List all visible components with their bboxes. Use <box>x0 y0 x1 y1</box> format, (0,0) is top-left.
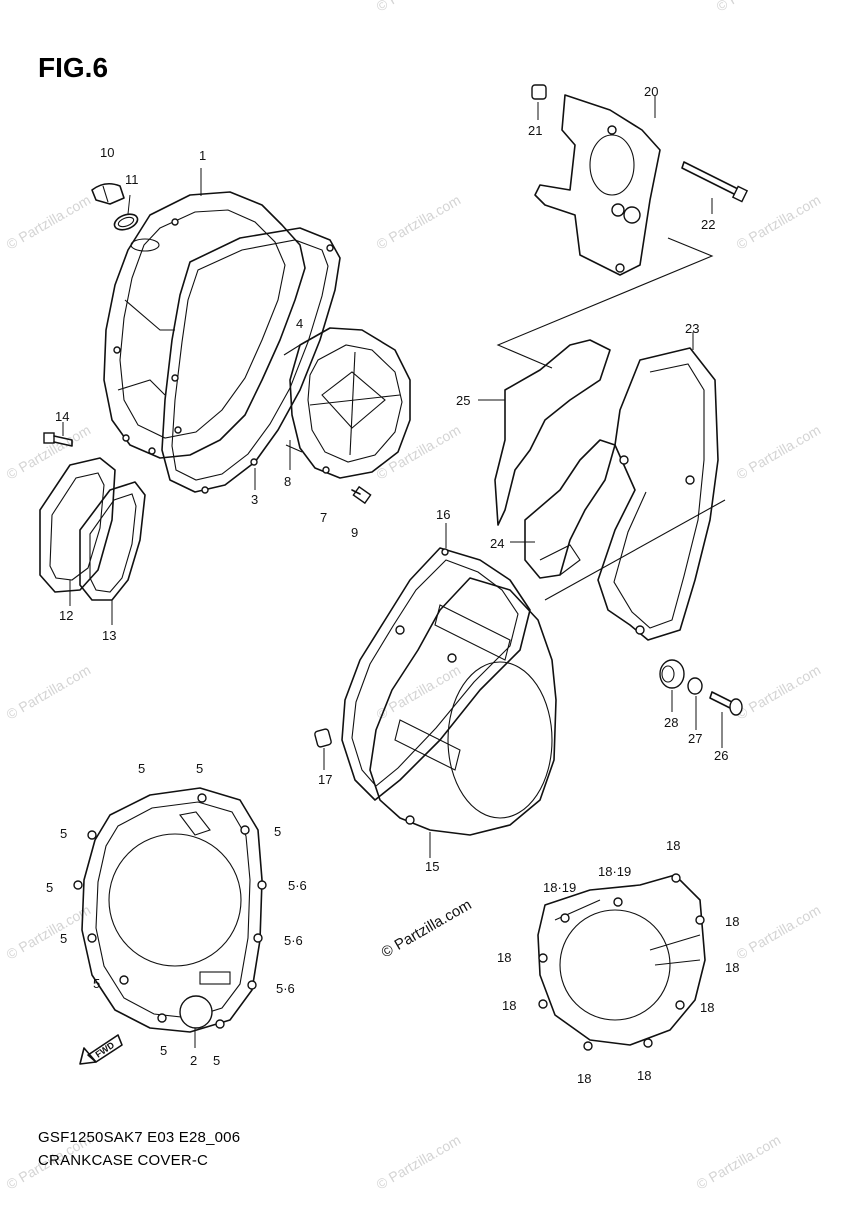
dashed-alignment-lines <box>496 237 726 601</box>
part-25-guard-plate <box>478 339 611 526</box>
callout: 18 <box>725 914 739 929</box>
part-20-bracket <box>534 94 661 276</box>
callout: 18 <box>700 1000 714 1015</box>
callout: 15 <box>425 859 439 874</box>
callout: 4 <box>296 316 303 331</box>
watermark-main: © Partzilla.com <box>379 896 475 961</box>
part-18-starter-cover <box>537 873 706 1051</box>
callout: 18 <box>725 960 739 975</box>
part-21-dowel-pin <box>531 84 547 120</box>
callout: 26 <box>714 748 728 763</box>
part-4-cover-plate <box>283 327 411 479</box>
callout-labels: 1 2 3 4 5 5 5 5 5 5 5 5 5 5 5·6 5·6 5·6 … <box>46 84 739 1086</box>
watermark: © Partzilla.com <box>374 662 464 723</box>
callout: 13 <box>102 628 116 643</box>
part-11-o-ring <box>113 194 139 231</box>
callout: 5 <box>160 1043 167 1058</box>
part-12-small-cover <box>39 457 116 606</box>
part-15-generator-cover <box>369 577 557 858</box>
watermark: © Partzilla.com <box>374 0 464 15</box>
watermark: © Partzilla.com <box>374 1132 464 1193</box>
callout: 18·19 <box>543 880 576 895</box>
part-10-oil-filler-plug <box>91 182 125 205</box>
callout: 5 <box>60 826 67 841</box>
callout: 18 <box>502 998 516 1013</box>
part-3-gasket <box>161 227 341 494</box>
part-16-gasket <box>341 523 531 801</box>
part-13-small-gasket <box>79 481 146 625</box>
callout: 24 <box>490 536 504 551</box>
callout: 25 <box>456 393 470 408</box>
callout: 12 <box>59 608 73 623</box>
assembly-name: CRANKCASE COVER-C <box>38 1152 209 1169</box>
callout: 17 <box>318 772 332 787</box>
callout: 11 <box>125 172 139 187</box>
watermark: © Partzilla.com <box>694 1132 784 1193</box>
callout: 8 <box>284 474 291 489</box>
part-26-bolt <box>709 691 743 748</box>
callout: 18 <box>577 1071 591 1086</box>
callout: 5 <box>46 880 53 895</box>
callout: 28 <box>664 715 678 730</box>
callout: 5·6 <box>288 878 307 893</box>
callout: 5 <box>138 761 145 776</box>
watermark: © Partzilla.com <box>734 192 824 253</box>
callout: 21 <box>528 123 542 138</box>
watermark: © Partzilla.com <box>734 422 824 483</box>
callout: 23 <box>685 321 699 336</box>
part-27-washer <box>687 677 703 730</box>
part-14-bolt <box>43 422 73 447</box>
figure-label: FIG.6 <box>38 52 109 83</box>
watermark: © Partzilla.com <box>4 192 94 253</box>
callout: 3 <box>251 492 258 507</box>
callout: 2 <box>190 1053 197 1068</box>
watermark: © Partzilla.com <box>4 422 94 483</box>
callout: 18 <box>637 1068 651 1083</box>
watermark: © Partzilla.com <box>714 0 804 15</box>
callout: 27 <box>688 731 702 746</box>
callout: 5 <box>196 761 203 776</box>
part-1-clutch-cover <box>103 168 306 459</box>
part-28-grommet <box>659 659 685 712</box>
watermark: © Partzilla.com <box>734 902 824 963</box>
callout: 5·6 <box>276 981 295 996</box>
callout: 9 <box>351 525 358 540</box>
callout: 14 <box>55 409 69 424</box>
part-17-dowel-pin <box>314 728 332 770</box>
callout: 5 <box>213 1053 220 1068</box>
part-9-bolt <box>351 485 372 505</box>
watermark: © Partzilla.com <box>374 192 464 253</box>
callout: 5·6 <box>284 933 303 948</box>
callout: 20 <box>644 84 658 99</box>
part-1-outer-clutch-cover <box>73 787 267 1048</box>
watermark: © Partzilla.com <box>4 902 94 963</box>
part-24-guard-plate <box>510 439 616 579</box>
callout: 7 <box>320 510 327 525</box>
callout: 18·19 <box>598 864 631 879</box>
callout: 22 <box>701 217 715 232</box>
watermark: © Partzilla.com <box>734 662 824 723</box>
model-code: GSF1250SAK7 E03 E28_006 <box>38 1129 241 1146</box>
part-22-bolt <box>681 161 749 214</box>
callout: 1 <box>199 148 206 163</box>
callout: 18 <box>497 950 511 965</box>
callout: 5 <box>93 976 100 991</box>
watermark: © Partzilla.com <box>374 422 464 483</box>
forward-direction-arrow: FWD <box>79 1034 123 1065</box>
callout: 5 <box>274 824 281 839</box>
part-23-sprocket-cover <box>597 332 719 641</box>
callout: 16 <box>436 507 450 522</box>
callout: 5 <box>60 931 67 946</box>
watermark: © Partzilla.com <box>4 662 94 723</box>
callout: 18 <box>666 838 680 853</box>
callout: 10 <box>100 145 114 160</box>
